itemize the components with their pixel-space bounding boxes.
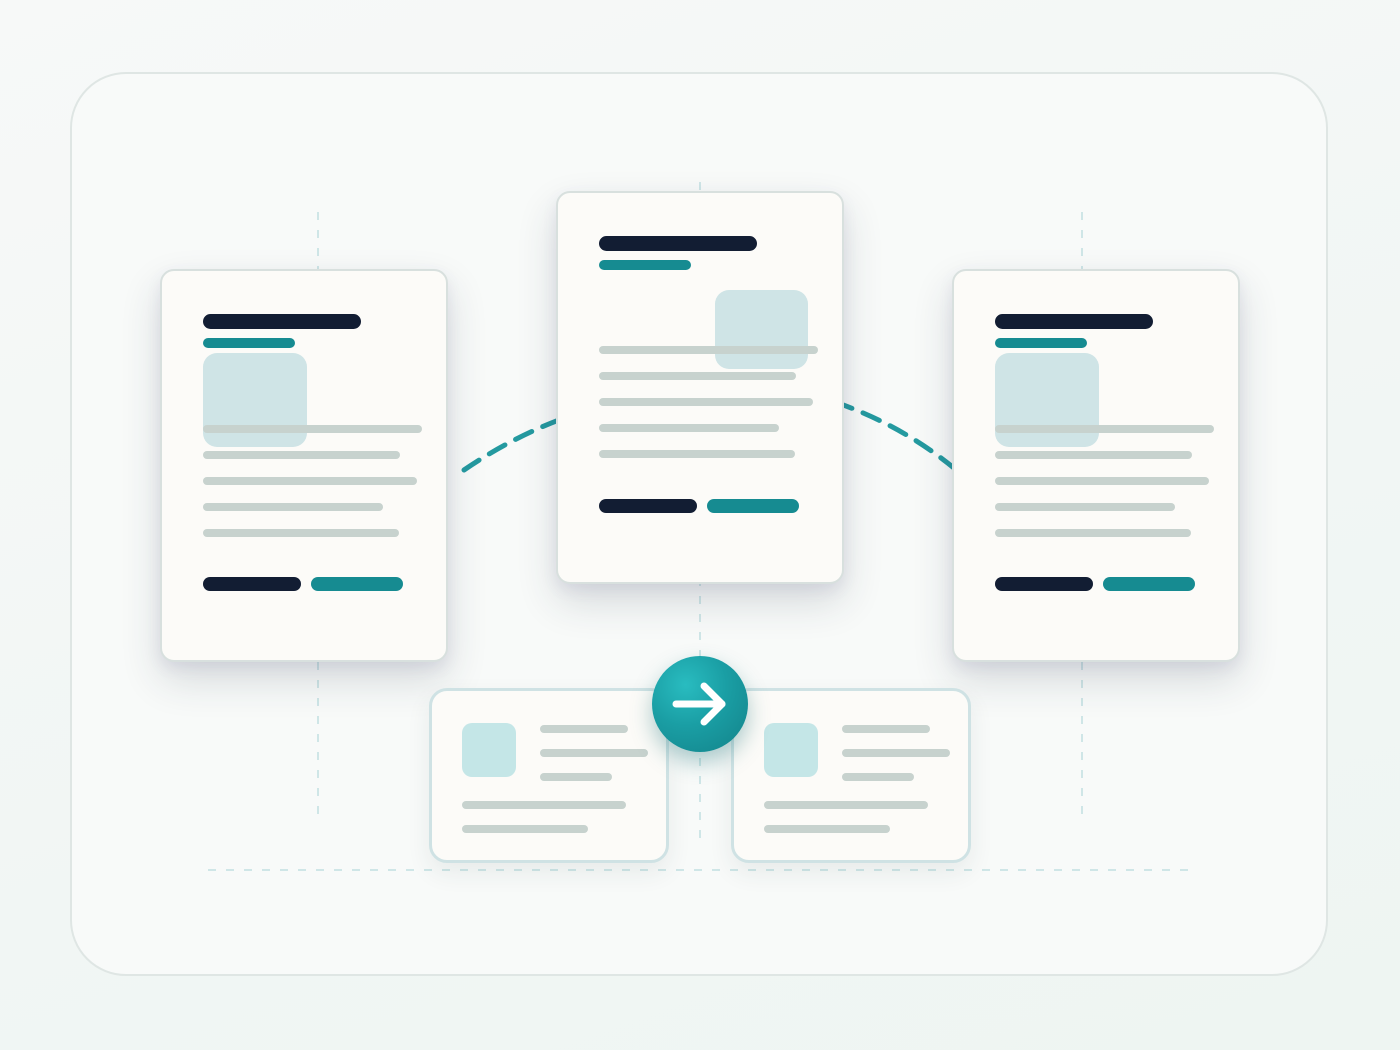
text-line <box>599 372 796 380</box>
text-line <box>599 346 818 354</box>
text-line <box>599 398 813 406</box>
card-title <box>995 314 1153 329</box>
card-subtitle <box>203 338 295 348</box>
arrow-right-icon <box>672 682 726 726</box>
text-line <box>995 477 1209 485</box>
text-line <box>203 477 417 485</box>
text-line <box>995 451 1192 459</box>
text-line <box>764 801 928 809</box>
text-line <box>540 725 628 733</box>
text-line <box>203 529 399 537</box>
image-placeholder <box>715 290 808 369</box>
preview-card-left[interactable] <box>429 688 669 863</box>
secondary-button[interactable] <box>311 577 403 591</box>
card-subtitle <box>995 338 1087 348</box>
primary-button[interactable] <box>599 499 697 513</box>
primary-button[interactable] <box>995 577 1093 591</box>
text-line <box>764 825 890 833</box>
thumbnail <box>462 723 516 777</box>
text-line <box>462 801 626 809</box>
secondary-button[interactable] <box>707 499 799 513</box>
card-title <box>203 314 361 329</box>
document-card-center[interactable] <box>556 191 844 584</box>
text-line <box>203 451 400 459</box>
text-line <box>842 773 914 781</box>
thumbnail <box>764 723 818 777</box>
document-card-left[interactable] <box>160 269 448 662</box>
text-line <box>995 503 1175 511</box>
text-line <box>995 529 1191 537</box>
primary-button[interactable] <box>203 577 301 591</box>
text-line <box>842 749 950 757</box>
card-title <box>599 236 757 251</box>
text-line <box>462 825 588 833</box>
text-line <box>842 725 930 733</box>
next-button[interactable] <box>652 656 748 752</box>
text-line <box>203 425 422 433</box>
text-line <box>540 749 648 757</box>
document-card-right[interactable] <box>952 269 1240 662</box>
text-line <box>540 773 612 781</box>
preview-card-right[interactable] <box>731 688 971 863</box>
text-line <box>599 424 779 432</box>
card-subtitle <box>599 260 691 270</box>
secondary-button[interactable] <box>1103 577 1195 591</box>
text-line <box>599 450 795 458</box>
text-line <box>995 425 1214 433</box>
text-line <box>203 503 383 511</box>
